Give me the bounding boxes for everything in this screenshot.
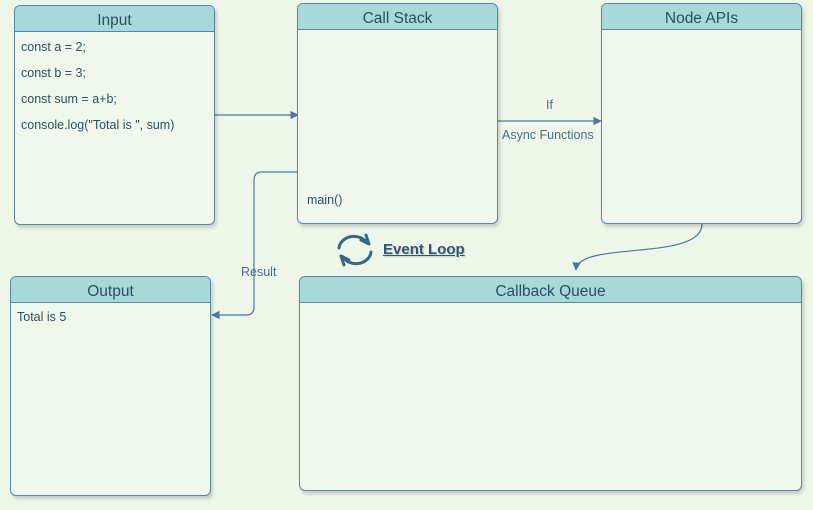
refresh-cycle-icon	[337, 233, 373, 267]
code-line: const sum = a+b;	[21, 92, 117, 106]
stack-entry: main()	[307, 193, 343, 207]
node-apis-panel: Node APIs	[601, 3, 802, 224]
async-connector-label-bottom: Async Functions	[502, 128, 594, 142]
event-loop-label: Event Loop	[383, 241, 465, 258]
input-panel-title: Input	[15, 6, 214, 32]
code-line: console.log("Total is ", sum)	[21, 118, 175, 132]
input-panel: Input const a = 2; const b = 3; const su…	[14, 5, 215, 225]
node-apis-panel-title: Node APIs	[602, 4, 801, 30]
callback-queue-panel-title: Callback Queue	[300, 277, 801, 303]
call-stack-panel-title: Call Stack	[298, 4, 497, 30]
callback-queue-panel: Callback Queue	[299, 276, 802, 491]
result-connector-label: Result	[241, 265, 277, 279]
output-line: Total is 5	[17, 310, 67, 324]
nodeapis-to-callbackqueue-arrow	[572, 223, 703, 271]
call-stack-panel: Call Stack main()	[297, 3, 498, 224]
output-panel: Output Total is 5	[10, 276, 211, 496]
async-connector-label-top: If	[546, 98, 553, 112]
callstack-to-output-arrow	[211, 171, 297, 320]
code-line: const b = 3;	[21, 66, 86, 80]
code-line: const a = 2;	[21, 40, 86, 54]
output-panel-title: Output	[11, 277, 210, 303]
